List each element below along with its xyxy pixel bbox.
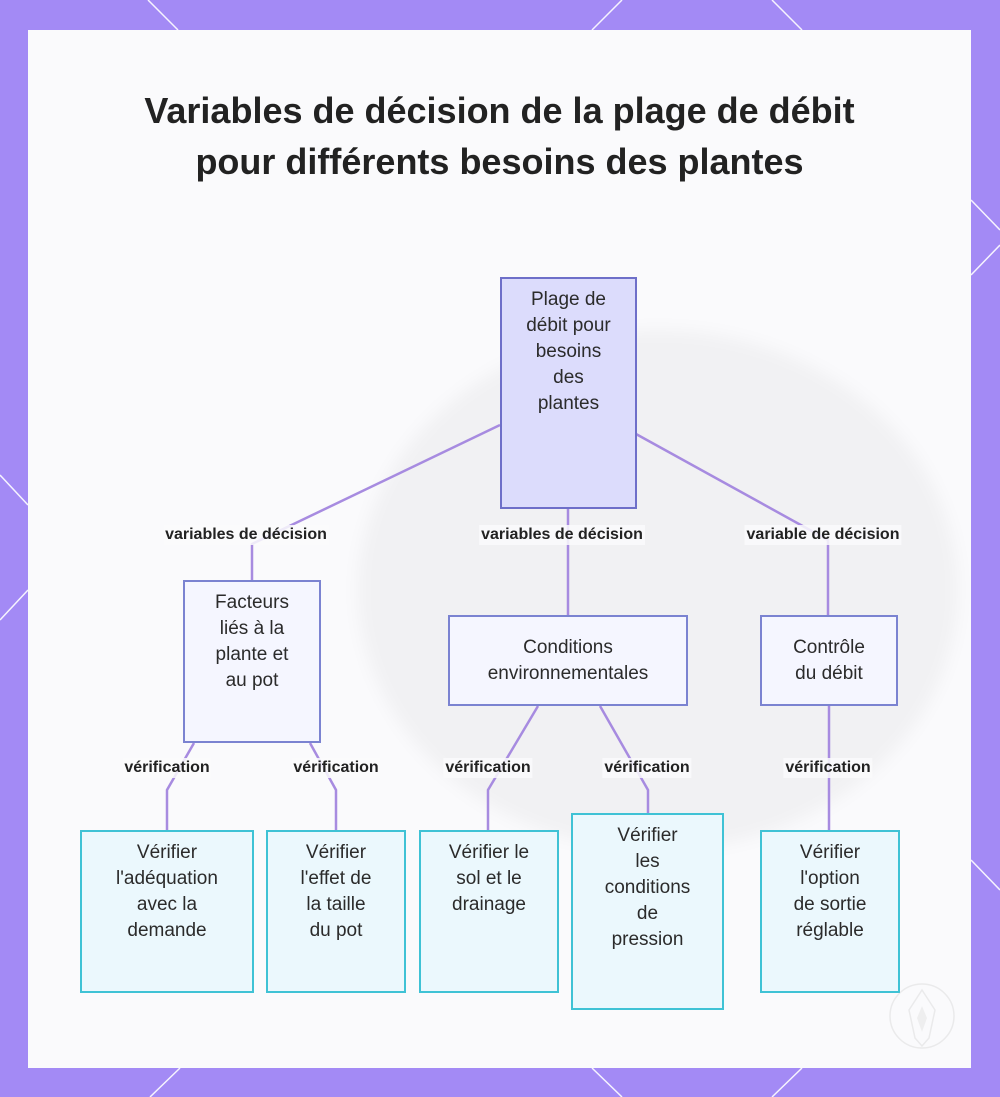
check-output-node: Vérifier l'option de sortie réglable (760, 830, 900, 993)
environmental-label: Conditions environnementales (487, 636, 649, 684)
plant-factors-node: Facteurs liés à la plante et au pot (183, 580, 321, 743)
root-node: Plage de débit pour besoins des plantes (500, 277, 637, 509)
root-node-label: Plage de débit pour besoins des plantes (526, 289, 611, 414)
edge-label-check-pot-size: vérification (291, 758, 381, 778)
check-soil-label: Vérifier le sol et le drainage (448, 842, 530, 915)
check-output-label: Vérifier l'option de sortie réglable (793, 842, 867, 941)
edge-label-check-output: vérification (783, 758, 873, 778)
flow-control-label: Contrôle du débit (793, 636, 865, 684)
check-pressure-label: Vérifier les conditions de pression (604, 825, 691, 950)
edge-label-flow-control: variable de décision (744, 525, 902, 545)
flow-control-node: Contrôle du débit (760, 615, 898, 706)
watermark-logo-icon (889, 983, 955, 1049)
edge-label-plant-factors: variables de décision (163, 525, 329, 545)
check-soil-node: Vérifier le sol et le drainage (419, 830, 559, 993)
check-demand-node: Vérifier l'adéquation avec la demande (80, 830, 254, 993)
check-demand-label: Vérifier l'adéquation avec la demande (116, 842, 218, 941)
environmental-node: Conditions environnementales (448, 615, 688, 706)
plant-factors-label: Facteurs liés à la plante et au pot (215, 592, 289, 691)
check-pot-size-label: Vérifier l'effet de la taille du pot (300, 842, 372, 941)
edge-label-check-pressure: vérification (602, 758, 692, 778)
edge-label-environmental: variables de décision (479, 525, 645, 545)
check-pot-size-node: Vérifier l'effet de la taille du pot (266, 830, 406, 993)
diagram-card: Variables de décision de la plage de déb… (28, 30, 971, 1068)
check-pressure-node: Vérifier les conditions de pression (571, 813, 724, 1010)
diagram-title: Variables de décision de la plage de déb… (144, 90, 855, 182)
edge-label-check-soil: vérification (443, 758, 533, 778)
edge-label-check-demand: vérification (122, 758, 212, 778)
